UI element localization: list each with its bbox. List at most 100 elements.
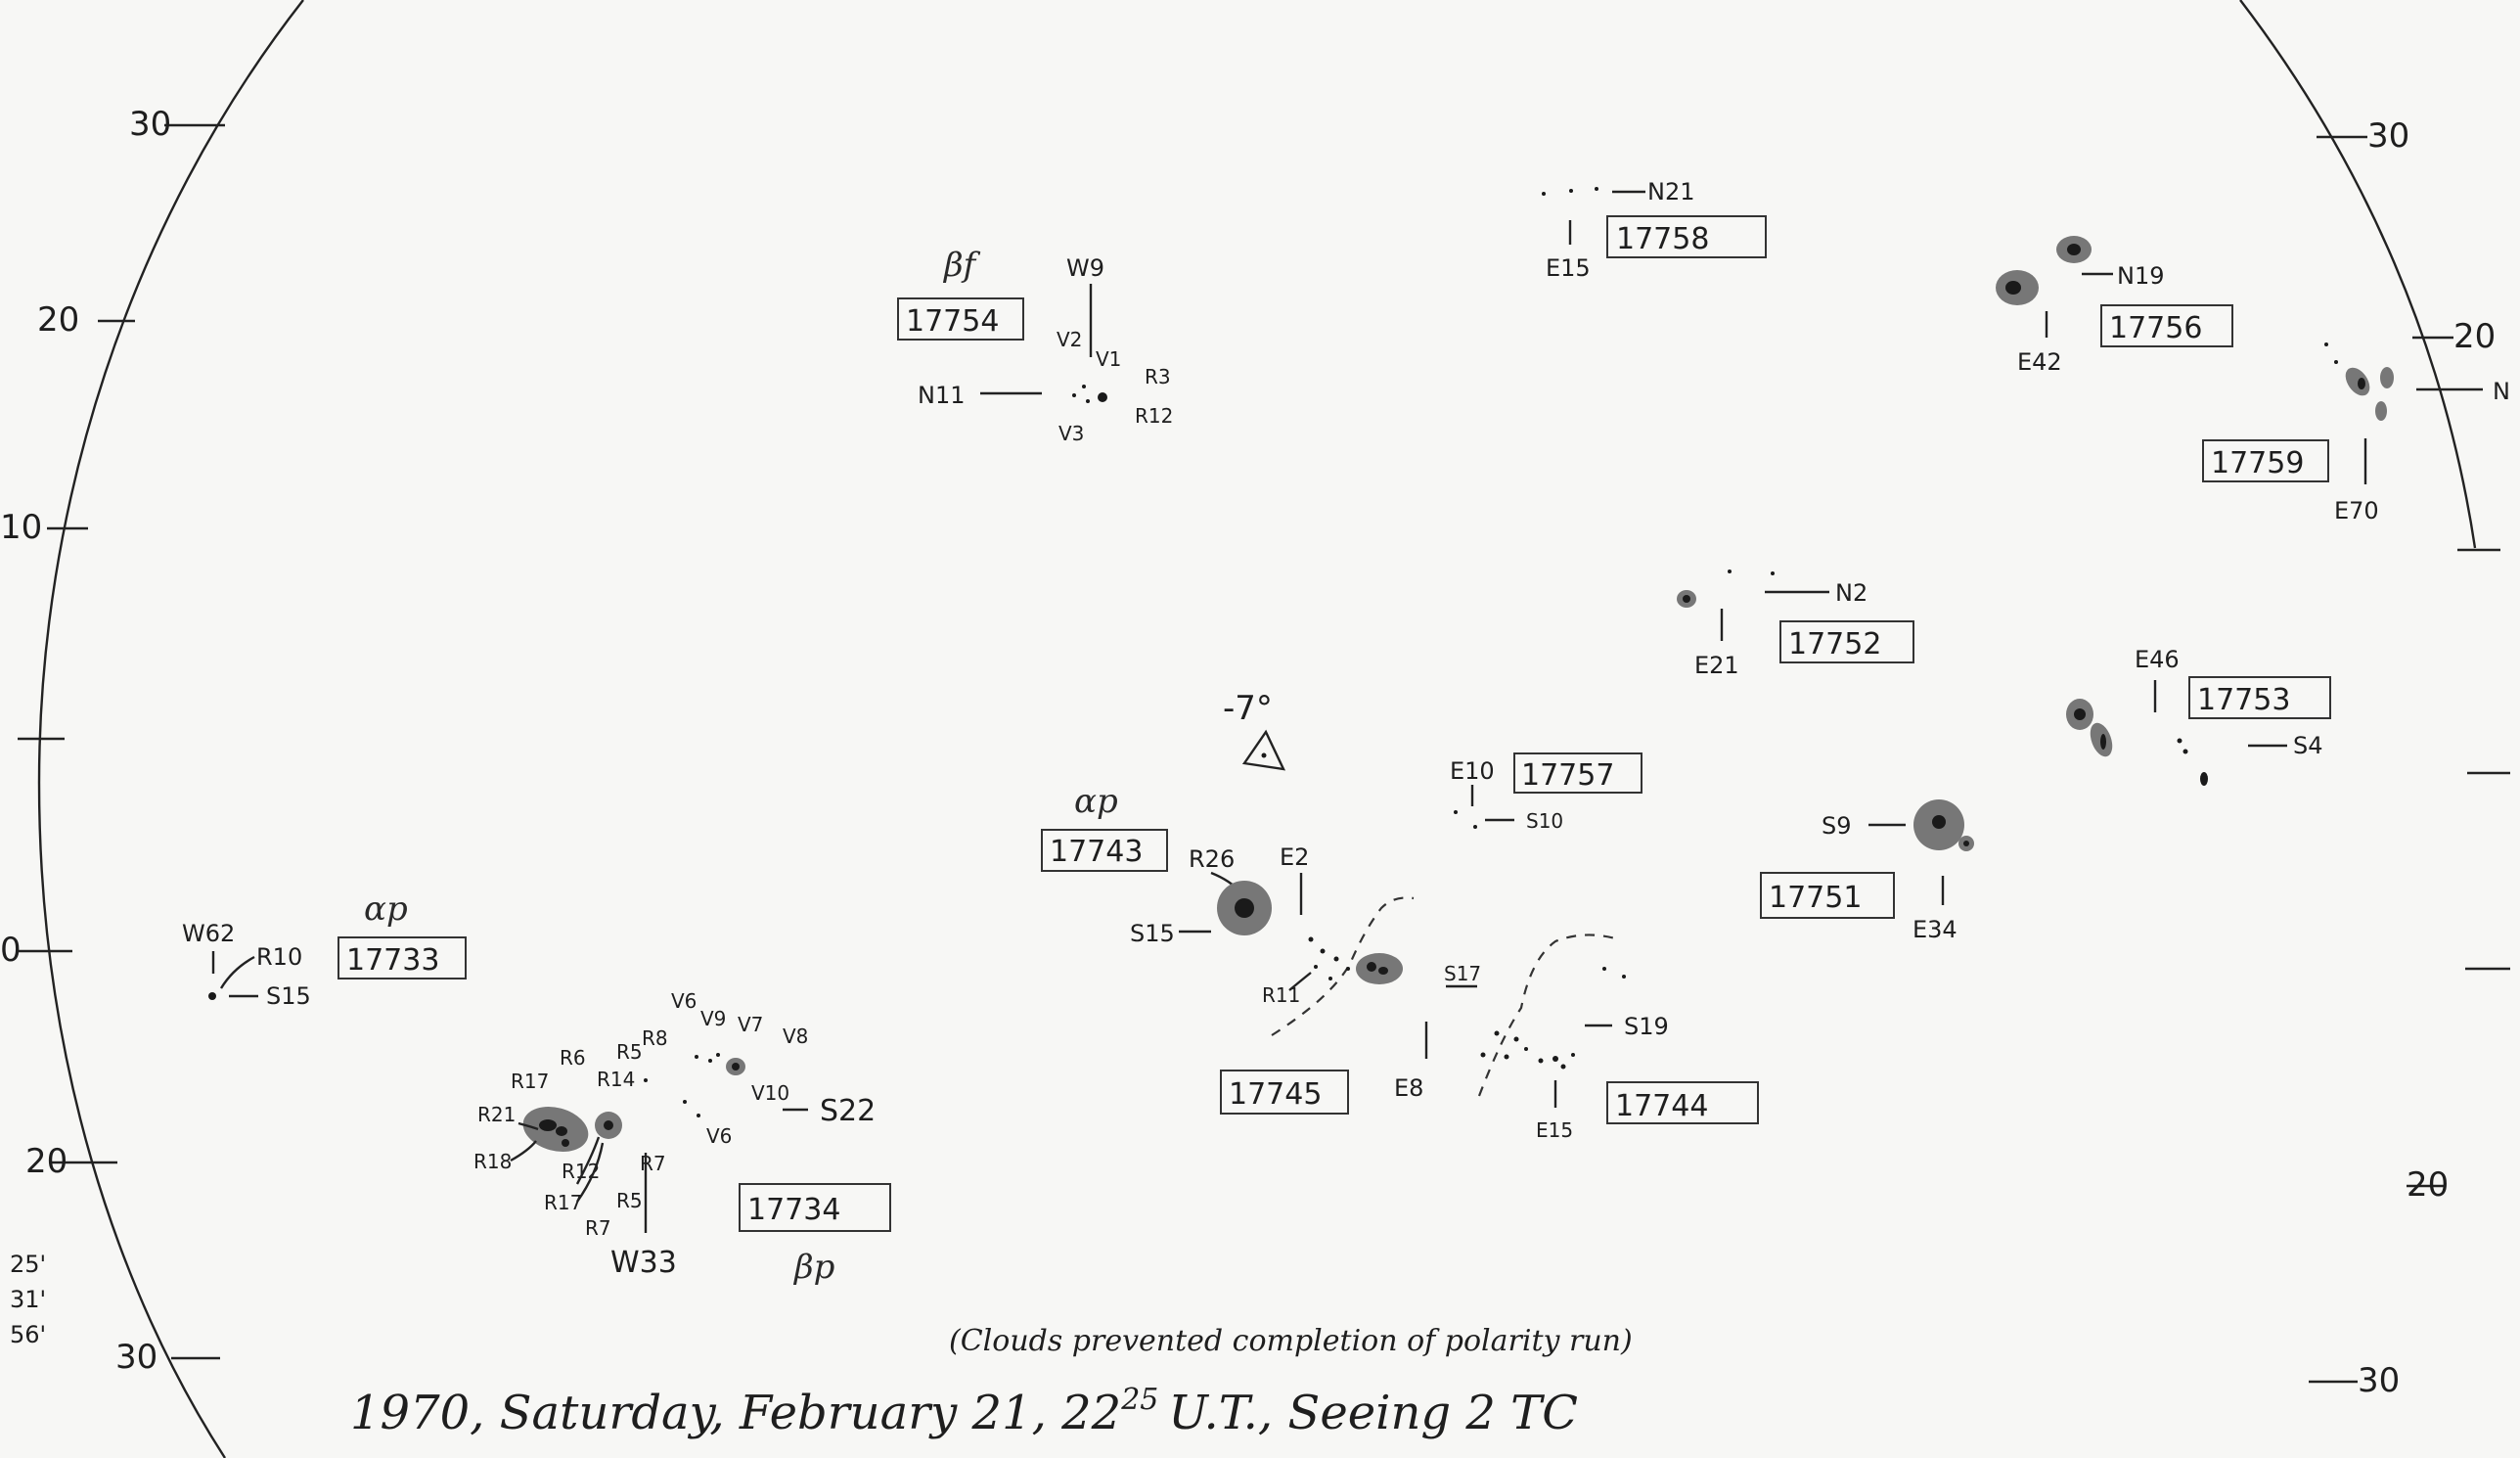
group-17751-s9: S9 — [1822, 812, 1852, 840]
center-angle-label: -7° — [1223, 689, 1273, 728]
group-17758-e15: E15 — [1546, 254, 1591, 282]
group-17734-v7: V7 — [738, 1013, 763, 1036]
left-scale-30-top: 30 — [129, 105, 171, 144]
group-17734-r7-upper: R7 — [640, 1152, 666, 1175]
group-17754-w9: W9 — [1066, 254, 1104, 282]
group-17757-s10: S10 — [1526, 809, 1563, 833]
group-17734-r21: R21 — [477, 1103, 516, 1126]
left-margin-notes: 25' 31' 56' — [10, 1251, 46, 1348]
group-17759-n: N — [2493, 378, 2510, 405]
group-17743-r26: R26 — [1189, 845, 1235, 873]
group-17734: R17 R6 R14 R5 R8 V6 V9 V7 V8 R21 R18 R12… — [473, 989, 891, 1287]
right-latitude-scale: 30 20 20 30 — [2309, 116, 2510, 1400]
group-17759-number: 17759 — [2211, 446, 2304, 480]
left-scale-0: 0 — [0, 931, 22, 970]
group-17753: E46 17753 S4 — [2066, 646, 2331, 786]
group-17733: αp W62 R10 S15 17733 — [182, 889, 467, 1010]
solar-limb-left — [37, 0, 304, 1458]
date-line-superscript: 25 — [1120, 1383, 1158, 1417]
group-17751-e34: E34 — [1912, 916, 1958, 943]
group-17757-number: 17757 — [1521, 758, 1614, 793]
group-17734-r17: R17 — [511, 1070, 549, 1093]
group-17734-w33: W33 — [610, 1246, 677, 1280]
group-17734-r6: R6 — [560, 1046, 586, 1070]
group-17753-number: 17753 — [2197, 683, 2290, 717]
group-17734-v10: V10 — [751, 1081, 789, 1105]
group-17754-v1: V1 — [1096, 347, 1121, 371]
clouds-note: (Clouds prevented completion of polarity… — [949, 1324, 1633, 1358]
group-17734-r17-low: R17 — [544, 1191, 582, 1214]
group-17758-number: 17758 — [1616, 222, 1709, 256]
group-17754-v3: V3 — [1058, 422, 1084, 445]
left-scale-20-top: 20 — [37, 300, 79, 340]
group-17744-s19: S19 — [1624, 1013, 1669, 1040]
group-17734-v6-low: V6 — [706, 1124, 732, 1148]
group-17754-number: 17754 — [906, 304, 999, 339]
group-17758-n21: N21 — [1647, 178, 1695, 205]
group-17757: E10 17757 S10 — [1450, 752, 1642, 833]
group-17754-n11: N11 — [918, 382, 966, 409]
group-17745-e8: E8 — [1394, 1074, 1423, 1102]
right-scale-30-top: 30 — [2367, 116, 2409, 156]
group-17756-n19: N19 — [2117, 262, 2165, 290]
group-17734-v6-top: V6 — [671, 989, 697, 1013]
group-17733-w62: W62 — [182, 920, 235, 947]
group-17751-number: 17751 — [1769, 881, 1862, 915]
group-17752-e21: E21 — [1694, 652, 1739, 679]
group-17754: βf 17754 W9 N11 V2 V1 R3 R12 V3 — [897, 246, 1173, 445]
margin-note-1: 25' — [10, 1251, 46, 1278]
group-17752-number: 17752 — [1788, 627, 1881, 661]
group-17752: N2 E21 17752 — [1677, 570, 1914, 679]
group-17758: N21 E15 17758 — [1542, 178, 1767, 282]
group-17745: R11 17745 E8 — [1220, 896, 1428, 1115]
group-17744: S17 S19 E15 17744 — [1444, 934, 1759, 1142]
group-17743-s15: S15 — [1130, 920, 1175, 947]
left-scale-10-top: 10 — [0, 508, 42, 547]
group-17754-r12: R12 — [1135, 404, 1173, 428]
group-17754-v2: V2 — [1057, 328, 1082, 351]
group-17734-v8: V8 — [783, 1025, 808, 1048]
left-latitude-scale: 30 20 10 0 20 30 — [0, 105, 225, 1377]
group-17756: N19 E42 17756 — [1996, 236, 2233, 376]
group-17733-r10: R10 — [256, 943, 302, 971]
group-17734-class: βp — [792, 1248, 834, 1287]
group-17756-e42: E42 — [2017, 348, 2062, 376]
group-17754-class: βf — [942, 246, 981, 285]
group-17745-number: 17745 — [1229, 1077, 1322, 1112]
group-17756-number: 17756 — [2109, 311, 2202, 345]
right-scale-20-bottom: 20 — [2407, 1165, 2449, 1205]
center-orientation-mark: -7° — [1223, 689, 1286, 771]
group-17753-s4: S4 — [2293, 732, 2323, 759]
group-17743-class: αp — [1074, 782, 1118, 821]
group-17734-r5-low: R5 — [616, 1189, 643, 1212]
group-17733-s15: S15 — [266, 982, 311, 1010]
group-17743-number: 17743 — [1050, 835, 1143, 869]
group-17743: αp 17743 R26 E2 S15 — [1041, 782, 1309, 947]
group-17744-number: 17744 — [1615, 1089, 1708, 1123]
right-scale-30-bottom: 30 — [2358, 1361, 2400, 1400]
group-17733-number: 17733 — [346, 943, 439, 978]
date-line: 1970, Saturday, February 21, 2225 U.T., S… — [350, 1383, 1578, 1440]
footer: (Clouds prevented completion of polarity… — [350, 1324, 1633, 1440]
group-17751: S9 17751 E34 — [1760, 799, 1974, 943]
group-17754-r3: R3 — [1145, 365, 1171, 388]
margin-note-3: 56' — [10, 1321, 46, 1348]
group-17743-e2: E2 — [1280, 843, 1309, 871]
group-17759-e70: E70 — [2334, 497, 2379, 524]
margin-note-2: 31' — [10, 1286, 46, 1313]
right-scale-20-top: 20 — [2453, 317, 2496, 356]
date-line-rest: U.T., Seeing 2 TC — [1168, 1386, 1578, 1440]
group-17744-e15: E15 — [1536, 1118, 1573, 1142]
date-line-main: 1970, Saturday, February 21, 22 — [350, 1386, 1121, 1440]
group-17733-class: αp — [364, 889, 408, 929]
group-17744-s17: S17 — [1444, 962, 1481, 985]
group-17734-r5: R5 — [616, 1040, 643, 1064]
group-17734-r18: R18 — [473, 1150, 512, 1173]
group-17759: N 17759 E70 — [2202, 342, 2510, 524]
group-17734-number: 17734 — [747, 1193, 840, 1227]
group-17752-n2: N2 — [1835, 579, 1868, 607]
group-17753-e46: E46 — [2135, 646, 2180, 673]
group-17757-e10: E10 — [1450, 757, 1495, 785]
